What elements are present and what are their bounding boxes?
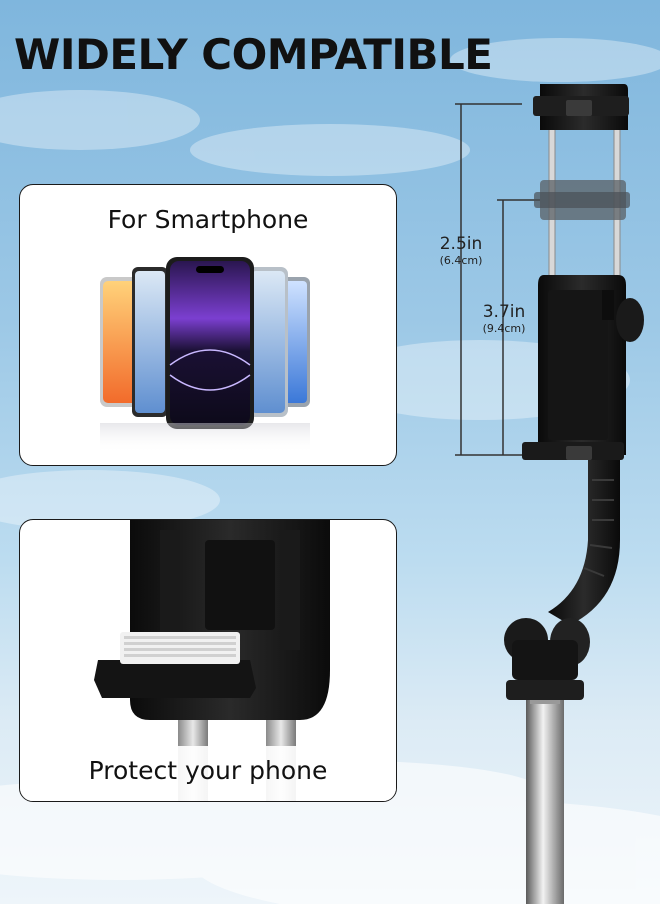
phone-clamp-closeup-illustration [20,520,396,801]
dimension-inner-inches: 3.7in [482,302,526,322]
protect-card: Protect your phone [19,519,397,802]
dimension-inner-cm: (9.4cm) [482,322,526,335]
dimension-outer: 2.5in (6.4cm) [428,234,494,267]
smartphone-card-label: For Smartphone [107,205,309,234]
dimension-inner: 3.7in (9.4cm) [472,302,536,335]
dimension-outer-cm: (6.4cm) [439,254,483,267]
protect-card-label: Protect your phone [88,756,328,785]
dimension-outer-inches: 2.5in [439,234,483,254]
smartphone-card: For Smartphone [19,184,397,466]
headline-title: WIDELY COMPATIBLE [14,30,493,79]
smartphone-lineup-illustration [100,257,310,453]
